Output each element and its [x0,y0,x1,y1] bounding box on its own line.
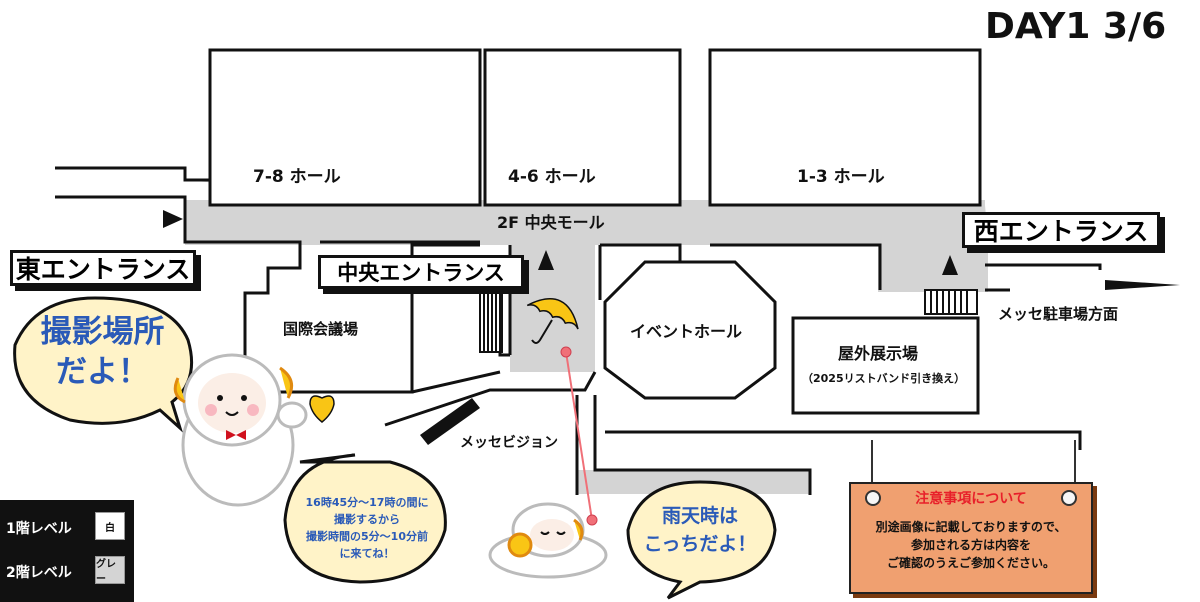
west-stairs [924,289,978,315]
notice-line2: 参加される方は内容を [910,538,1031,552]
legend-floor2-swatch: グレー [95,556,125,585]
photo-spot-line2: だよ！ [56,354,149,390]
floor-legend: 1階レベル 白 2階レベル グレー [0,500,134,602]
sheep-mascot-sleeping [488,502,608,579]
messe-vision-label: メッセビジョン [460,435,558,451]
messe-vision-screen [420,398,480,445]
schedule-line1: 16時45分～17時の間に [305,496,429,509]
photo-spot-bubble [13,296,194,433]
rain-line2: こっちだよ！ [643,533,757,555]
central-entrance-label: 中央エントランス [318,255,524,289]
legend-floor1-swatch: 白 [95,512,125,540]
rain-line1: 雨天時は [661,505,738,527]
schedule-bubble [283,453,447,584]
notice-pin-left [865,490,881,506]
rain-pointer-line [565,351,593,521]
parking-arrow-icon [1105,280,1180,290]
west-plaza-floor [878,240,988,292]
notice-board: 注意事項について 別途画像に記載しておりますので、 参加される方は内容を ご確認… [849,482,1093,594]
umbrella-icon [526,298,579,344]
floor-2f-areas [185,180,988,494]
central-mall-floor [185,200,985,245]
notice-strings [871,440,1076,490]
east-arrow-icon [163,210,183,228]
notice-title: 注意事項について [915,491,1027,507]
outdoor-hall-box [791,316,980,415]
notice-pin-right [1061,490,1077,506]
central-arrow-icon [538,250,554,270]
notice-line1: 別途画像に記載しておりますので、 [875,520,1067,534]
rain-bubble [626,480,777,600]
legend-floor1-label: 1階レベル [6,521,72,537]
outdoor-hall-note: （2025リストバンド引き換え） [802,372,966,385]
photo-spot-text: 撮影場所 だよ！ [20,312,185,392]
rain-text: 雨天時は こっちだよ！ [630,502,770,558]
conference-hall-label: 国際会議場 [283,320,359,338]
central-mall-label: 2F 中央モール [497,213,605,232]
photo-spot-line1: 撮影場所 [40,314,165,350]
event-hall-label: イベントホール [630,322,743,341]
west-entrance-label: 西エントランス [962,212,1160,248]
notice-body: 別途画像に記載しておりますので、 参加される方は内容を ご確認のうえご参加くださ… [855,518,1087,572]
hall-46-box [483,48,682,207]
legend-floor2-label: 2階レベル [6,565,72,581]
central-stairs [479,289,503,353]
schedule-line4: に来てね！ [339,547,395,560]
hall-13-box [708,48,982,207]
schedule-line3: 撮影時間の5分～10分前 [306,530,428,543]
schedule-line2: 撮影するから [334,513,400,526]
hall-46-label: 4-6 ホール [508,167,596,187]
sheep-mascot-standing [173,353,308,507]
hall-78-box [208,48,482,207]
hall-78-label: 7-8 ホール [253,167,341,187]
schedule-text: 16時45分～17時の間に 撮影するから 撮影時間の5分～10分前 に来てね！ [287,494,447,562]
west-arrow-icon [942,255,958,275]
hall-13-label: 1-3 ホール [797,167,885,187]
heart-icon [309,395,335,423]
event-hall-shape [603,260,777,400]
day-label: DAY1 3/6 [985,6,1167,47]
notice-line3: ご確認のうえご参加ください。 [886,556,1055,570]
outdoor-hall-label: 屋外展示場 [838,344,919,363]
rain-pointer-end [586,514,598,526]
east-entrance-label: 東エントランス [10,250,196,286]
rain-pointer-start [560,346,572,358]
parking-direction-label: メッセ駐車場方面 [998,305,1119,323]
